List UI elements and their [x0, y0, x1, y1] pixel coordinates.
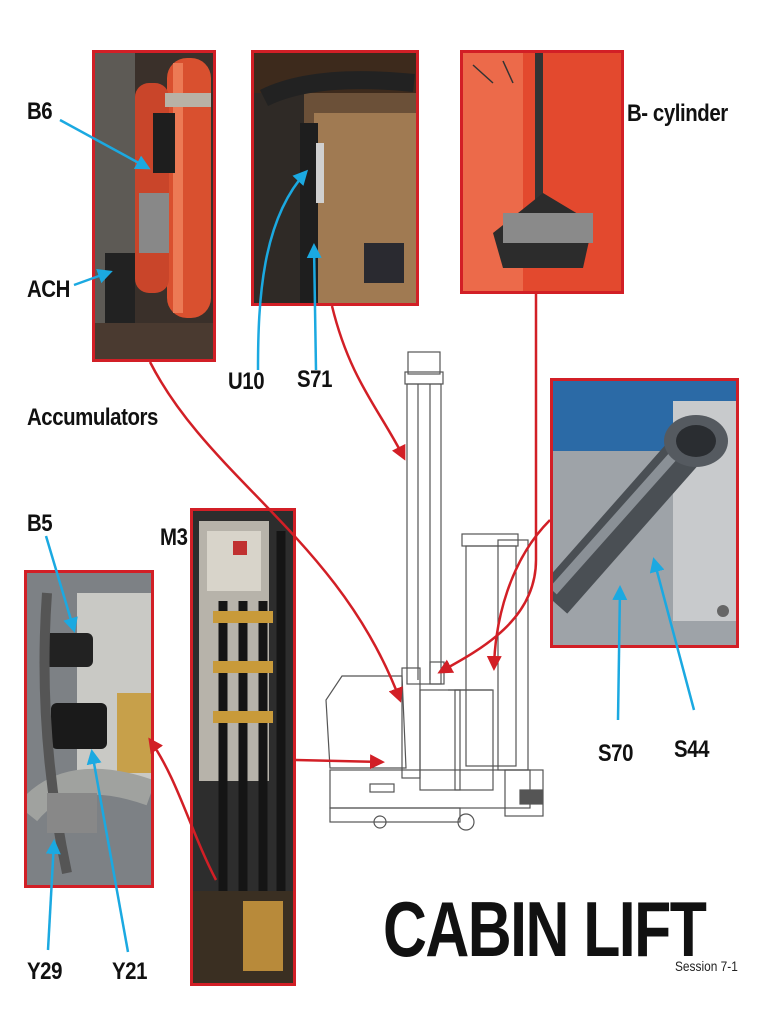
- label-ach: ACH: [27, 276, 70, 303]
- label-b5: B5: [27, 510, 53, 537]
- label-y21: Y21: [112, 958, 148, 985]
- b-cylinder-photo: [460, 50, 624, 294]
- label-b-cylinder: B- cylinder: [627, 100, 728, 127]
- mast-photo: [251, 50, 419, 306]
- label-y29: Y29: [27, 958, 63, 985]
- m3-motor-photo: [190, 508, 296, 986]
- s70-s44-photo: [550, 378, 739, 648]
- accumulator-photo: [92, 50, 216, 362]
- label-u10: U10: [228, 368, 265, 395]
- valve-block-photo: [24, 570, 154, 888]
- label-accumulators: Accumulators: [27, 404, 158, 431]
- label-s71: S71: [297, 366, 333, 393]
- session-number: Session 7-1: [675, 958, 738, 974]
- label-s70: S70: [598, 740, 634, 767]
- label-b6: B6: [27, 98, 53, 125]
- label-m3: M3: [160, 524, 188, 551]
- page-title: CABIN LIFT: [383, 885, 707, 973]
- truck-drawing: [325, 351, 544, 831]
- label-s44: S44: [674, 736, 710, 763]
